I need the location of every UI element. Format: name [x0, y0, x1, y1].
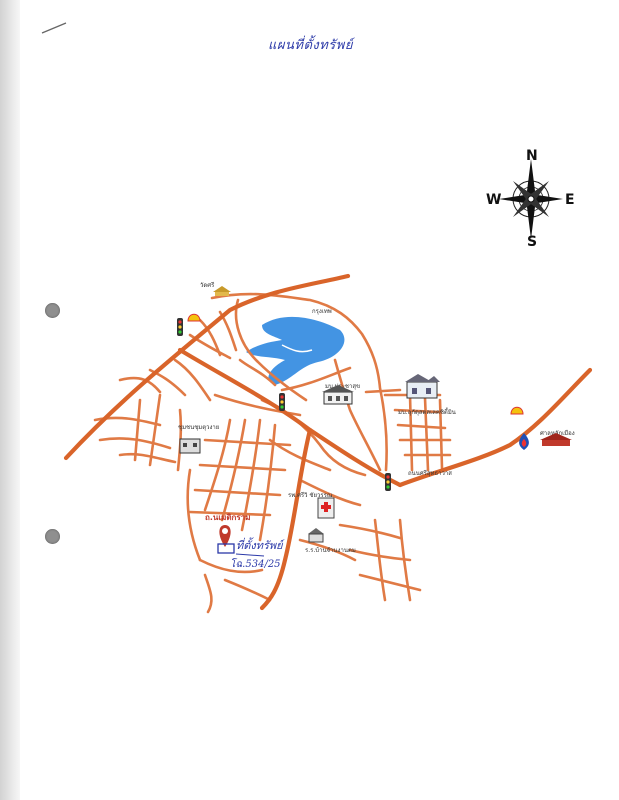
shrine-label: ศาลหลักเมือง [540, 430, 575, 437]
compass-n: N [526, 148, 538, 164]
compass-e: E [565, 192, 575, 208]
property-note: ที่ตั้งทรัพย์ [236, 539, 283, 552]
building-icon [179, 438, 201, 454]
temple-icon [213, 286, 231, 296]
main-roads [63, 273, 593, 611]
compass-rose [499, 159, 563, 239]
property-box [217, 543, 235, 554]
compass-s: S [527, 234, 538, 250]
building-icon [322, 385, 354, 405]
traffic-light-icon [177, 318, 183, 336]
road-label: ถนนศรีสุทธาวาส [408, 470, 452, 477]
school-icon [308, 528, 324, 543]
scan-edge [0, 0, 20, 800]
binder-hole [45, 529, 60, 544]
community-label: ชุมชนชุมตุวงาย [178, 424, 220, 431]
deed-number: โฉ.534/25 [230, 559, 281, 570]
traffic-light-icon [279, 393, 285, 411]
pen-mark [41, 22, 67, 34]
page-title: แผนที่ตั้งทรัพย์ [268, 38, 353, 53]
house-icon [405, 374, 440, 399]
village-label: มบ.ประชาสุข [325, 383, 361, 390]
compass-w: W [486, 192, 502, 208]
traffic-light-icon [385, 473, 391, 491]
road-network [93, 292, 452, 614]
village-label: มบ.ลุกัดุสตลเลคซิตี้มิน [398, 409, 456, 416]
binder-hole [45, 303, 60, 318]
temple-label: วัดศรี [200, 282, 215, 289]
subject-road-label: ถ.นเมติกราม [205, 513, 251, 522]
school-label: ร.ร.บ้านจำนงานตม [305, 547, 356, 554]
fuel-station-icon [187, 313, 201, 322]
gas-station-icon [519, 433, 529, 450]
lake-label: กรุงเทพ [312, 308, 332, 315]
location-pin-icon [219, 525, 231, 547]
fuel-station-icon [510, 406, 524, 415]
hospital-icon [317, 497, 335, 519]
underline [235, 553, 265, 557]
hospital-label: รพ.ศรีวิ ชัยวรรณ [288, 492, 333, 499]
shrine-icon [540, 433, 572, 446]
